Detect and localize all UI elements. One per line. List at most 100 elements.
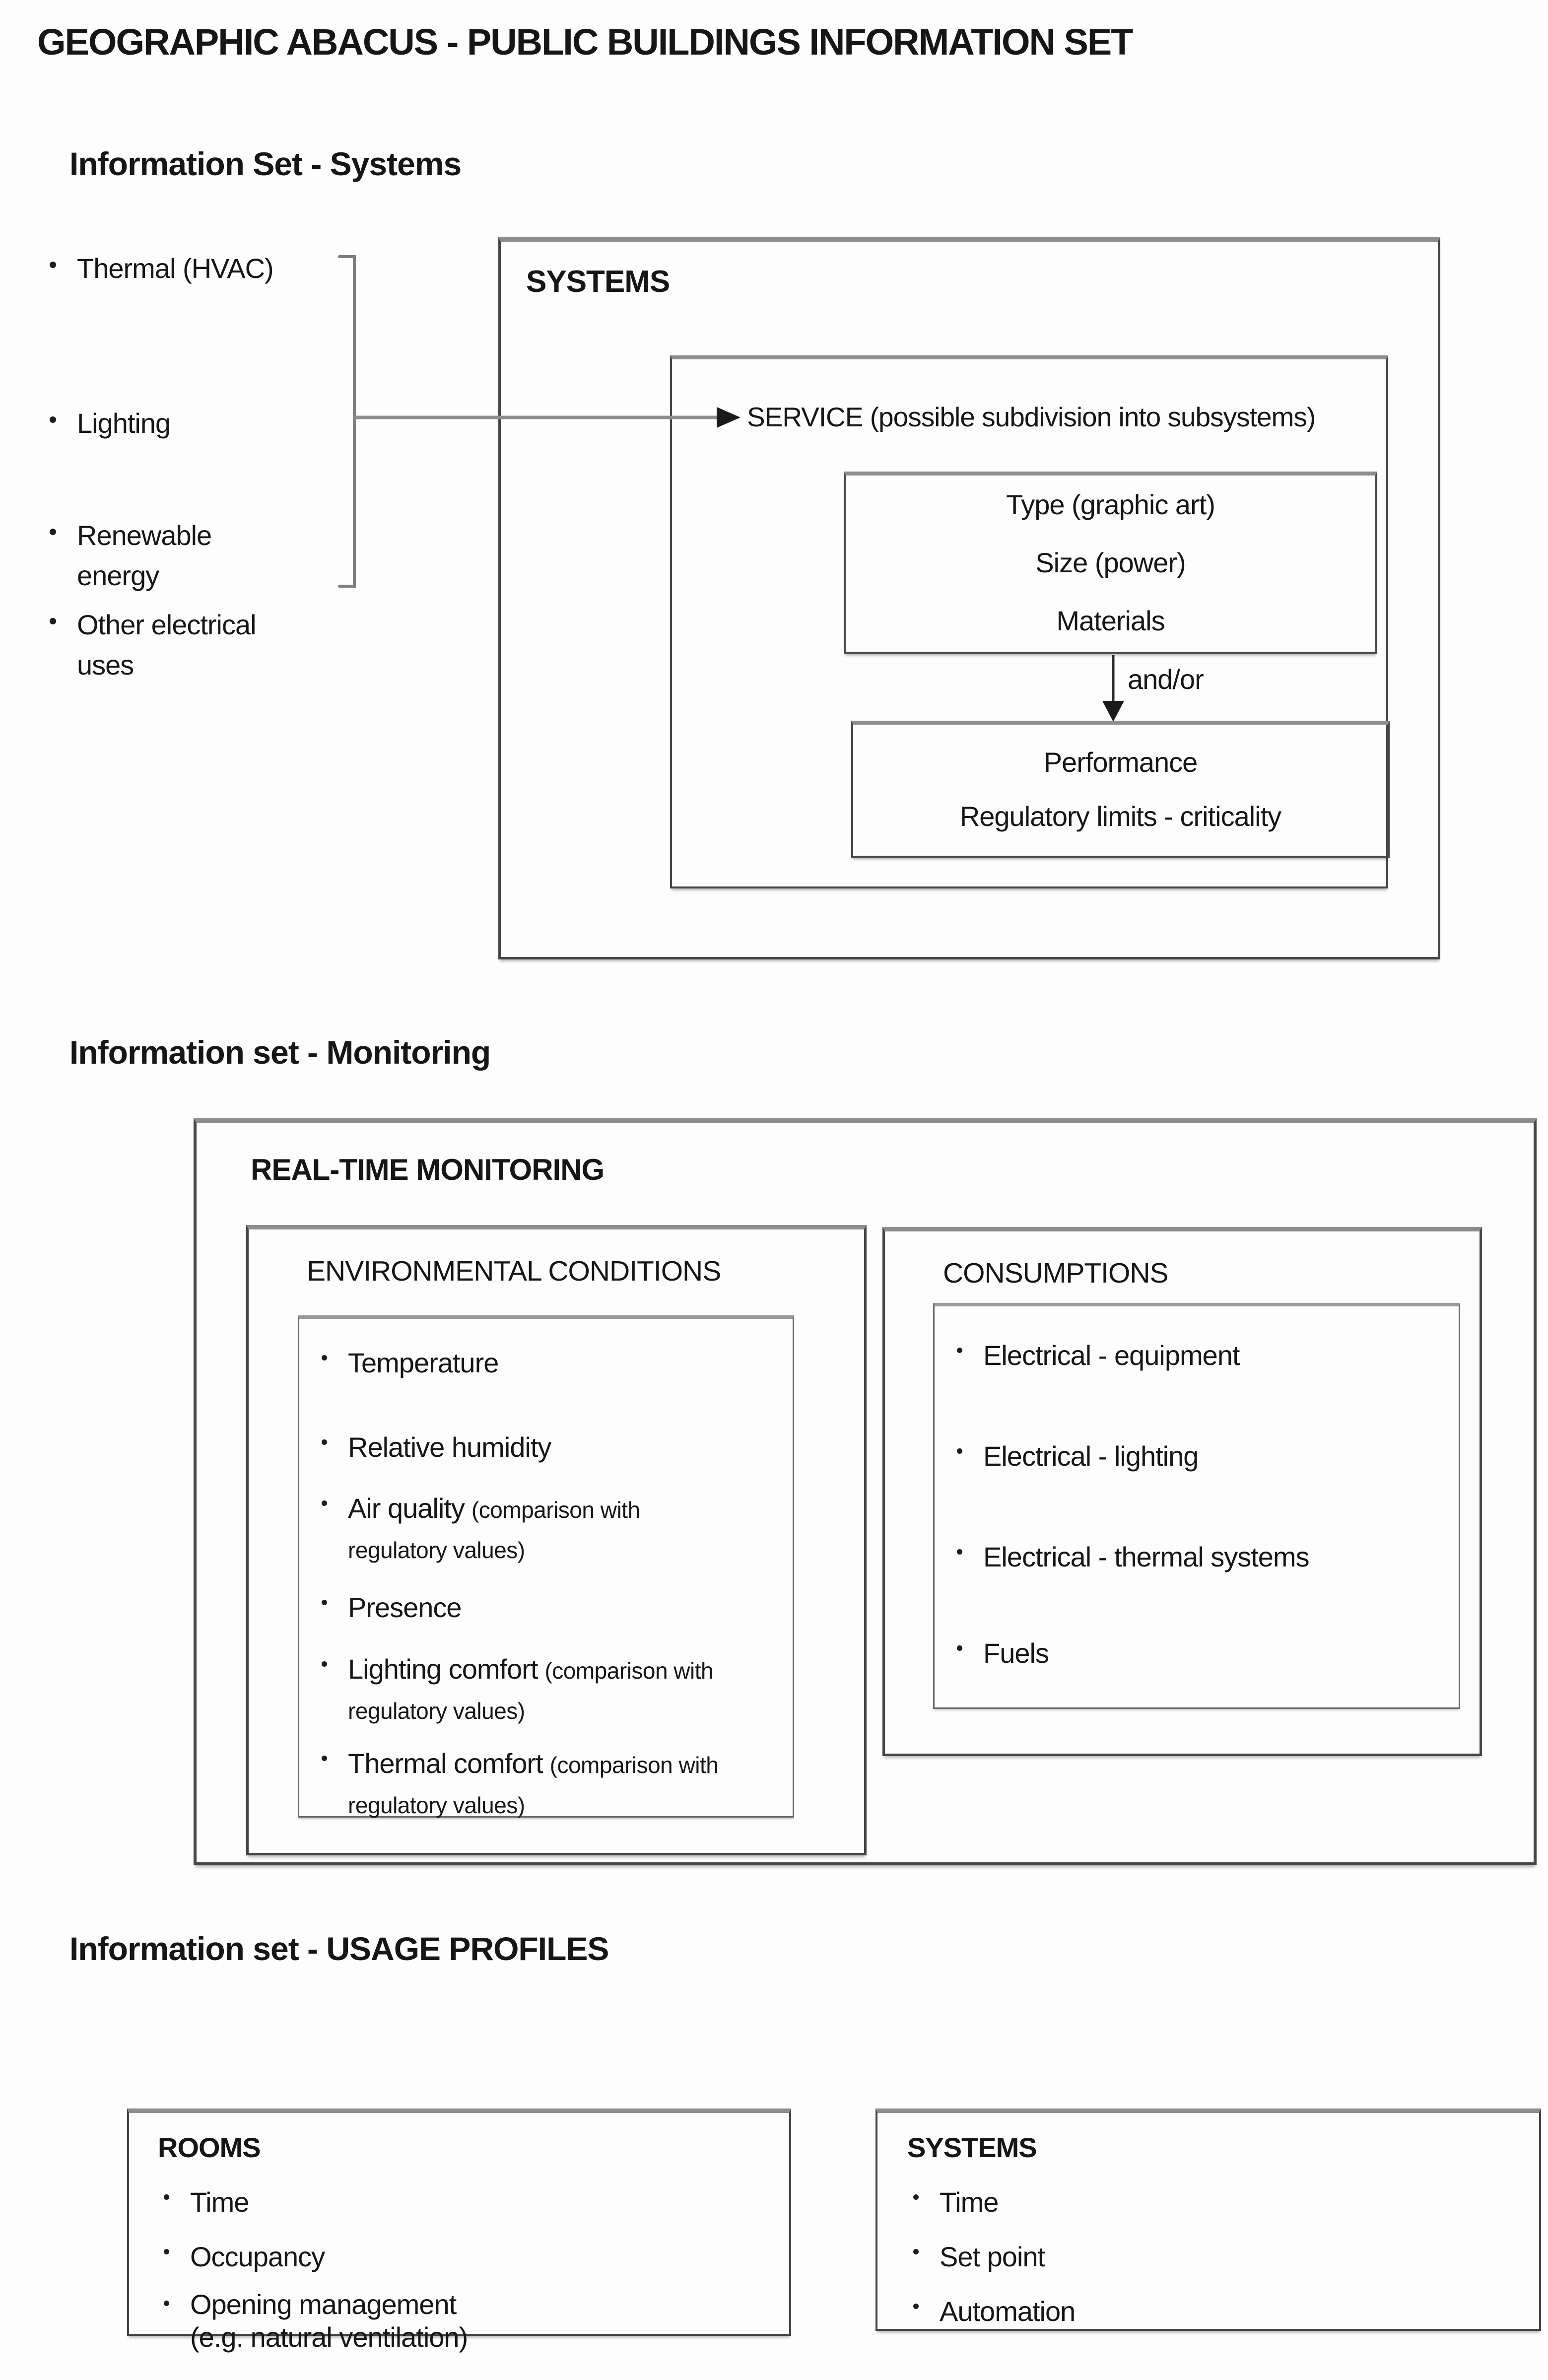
systems-box-title: SYSTEMS: [526, 265, 670, 299]
bullet-icon: [322, 1756, 327, 1761]
list-item-label: Relative humidity: [348, 1427, 755, 1467]
list-item: Presence: [322, 1587, 755, 1628]
list-item: Electrical - equipment: [957, 1335, 1430, 1375]
list-item-label: Lighting: [77, 408, 171, 439]
bullet-icon: [913, 2194, 919, 2200]
item-main: Time: [190, 2186, 249, 2218]
systems-box: [498, 237, 1440, 959]
performance-box: [851, 721, 1390, 858]
list-item: Air quality(comparison with regulatory v…: [322, 1488, 695, 1568]
real-time-monitoring-title: REAL-TIME MONITORING: [251, 1153, 605, 1186]
performance-line: Performance: [1043, 747, 1198, 778]
bullet-icon: [50, 529, 56, 535]
performance-box-content: Performance Regulatory limits - critical…: [851, 721, 1390, 858]
bullet-icon: [913, 2249, 919, 2254]
materials-line: Materials: [1056, 605, 1165, 636]
item-main: Presence: [348, 1592, 462, 1623]
list-item-label: Automation: [940, 2296, 1076, 2327]
list-item-label: Opening management(e.g. natural ventilat…: [190, 2288, 468, 2354]
usage-systems-box: [875, 2108, 1541, 2331]
list-item: Other electrical uses: [50, 605, 310, 685]
section-heading-systems: Information Set - Systems: [69, 145, 462, 182]
list-item: Thermal (HVAC): [50, 248, 274, 288]
list-item: Electrical - thermal systems: [957, 1537, 1450, 1577]
andor-label: and/or: [1128, 664, 1204, 695]
item-note: (comparison with regulatory values): [348, 1658, 714, 1724]
service-label: SERVICE (possible subdivision into subsy…: [747, 402, 1316, 432]
list-item-label: Electrical - equipment: [983, 1340, 1240, 1371]
list-item: Temperature: [322, 1343, 755, 1383]
item-main: Relative humidity: [348, 1431, 551, 1463]
bullet-icon: [50, 416, 56, 423]
bullet-icon: [322, 1355, 327, 1360]
type-box-content: Type (graphic art) Size (power) Material…: [844, 472, 1377, 654]
list-item: Set point: [913, 2237, 1045, 2277]
list-item: Automation: [913, 2291, 1076, 2331]
environmental-conditions-box: [246, 1225, 867, 1855]
list-item: Lighting comfort(comparison with regulat…: [322, 1649, 730, 1729]
consumptions-box: [882, 1227, 1482, 1756]
item-main: Thermal comfort: [348, 1748, 543, 1779]
list-item-label: Electrical - thermal systems: [983, 1541, 1310, 1572]
service-box: [670, 355, 1388, 888]
item-main: Temperature: [348, 1347, 499, 1378]
list-item-label: Thermal comfort(comparison with regulato…: [348, 1743, 730, 1824]
bullet-icon: [164, 2249, 169, 2254]
list-item-label: Thermal (HVAC): [77, 253, 274, 284]
bullet-icon: [322, 1661, 327, 1667]
page-title: GEOGRAPHIC ABACUS - PUBLIC BUILDINGS INF…: [37, 21, 1133, 63]
list-item-label: Time: [190, 2182, 249, 2222]
list-item-label: Other electrical uses: [77, 609, 257, 681]
bullet-icon: [913, 2304, 919, 2309]
bullet-icon: [957, 1448, 962, 1454]
bullet-icon: [164, 2194, 169, 2200]
item-main: Air quality: [348, 1493, 465, 1524]
list-item: Renewable energy: [50, 515, 241, 596]
item-note: (e.g. natural ventilation): [190, 2321, 468, 2353]
bullet-icon: [957, 1645, 962, 1651]
bullet-icon: [50, 618, 56, 624]
list-item-label: Set point: [940, 2241, 1045, 2272]
environmental-conditions-title: ENVIRONMENTAL CONDITIONS: [307, 1255, 721, 1287]
list-item-label: Lighting comfort(comparison with regulat…: [348, 1649, 730, 1729]
list-item-label: Electrical - lighting: [983, 1440, 1199, 1472]
item-note: (comparison with regulatory values): [348, 1497, 640, 1564]
environmental-conditions-list-box: [298, 1315, 794, 1818]
type-box: [844, 472, 1377, 654]
list-item: Time: [164, 2182, 249, 2222]
section-heading-monitoring: Information set - Monitoring: [69, 1034, 491, 1071]
real-time-monitoring-box: [194, 1118, 1537, 1865]
bullet-icon: [50, 262, 56, 268]
list-item: Fuels: [957, 1633, 1430, 1673]
list-item: Relative humidity: [322, 1427, 755, 1467]
list-item: Electrical - lighting: [957, 1436, 1430, 1476]
list-item: Occupancy: [164, 2237, 325, 2277]
bullet-icon: [322, 1600, 327, 1605]
rooms-box-title: ROOMS: [158, 2132, 261, 2163]
bullet-icon: [957, 1549, 962, 1555]
list-item-label: Fuels: [983, 1637, 1049, 1669]
bullet-icon: [164, 2301, 169, 2306]
item-main: Occupancy: [190, 2241, 325, 2272]
usage-systems-box-title: SYSTEMS: [907, 2132, 1037, 2163]
list-item: Time: [913, 2182, 999, 2222]
list-item-label: Renewable energy: [77, 520, 212, 592]
regulatory-limits-line: Regulatory limits - criticality: [959, 801, 1281, 832]
bullet-icon: [322, 1439, 327, 1445]
list-item-label: Time: [940, 2186, 999, 2218]
bracket-icon: [338, 255, 356, 588]
list-item: Opening management(e.g. natural ventilat…: [164, 2288, 468, 2354]
section-heading-usage-profiles: Information set - USAGE PROFILES: [69, 1930, 609, 1967]
list-item-label: Occupancy: [190, 2237, 325, 2277]
list-item: Lighting: [50, 403, 171, 443]
type-line: Type (graphic art): [1006, 489, 1215, 520]
bullet-icon: [957, 1348, 962, 1353]
list-item: Thermal comfort(comparison with regulato…: [322, 1743, 730, 1824]
consumptions-list-box: [933, 1303, 1460, 1709]
size-line: Size (power): [1035, 547, 1186, 578]
list-item-label: Presence: [348, 1587, 755, 1628]
list-item-label: Air quality(comparison with regulatory v…: [348, 1488, 695, 1568]
list-item-label: Temperature: [348, 1343, 755, 1383]
bullet-icon: [322, 1500, 327, 1506]
